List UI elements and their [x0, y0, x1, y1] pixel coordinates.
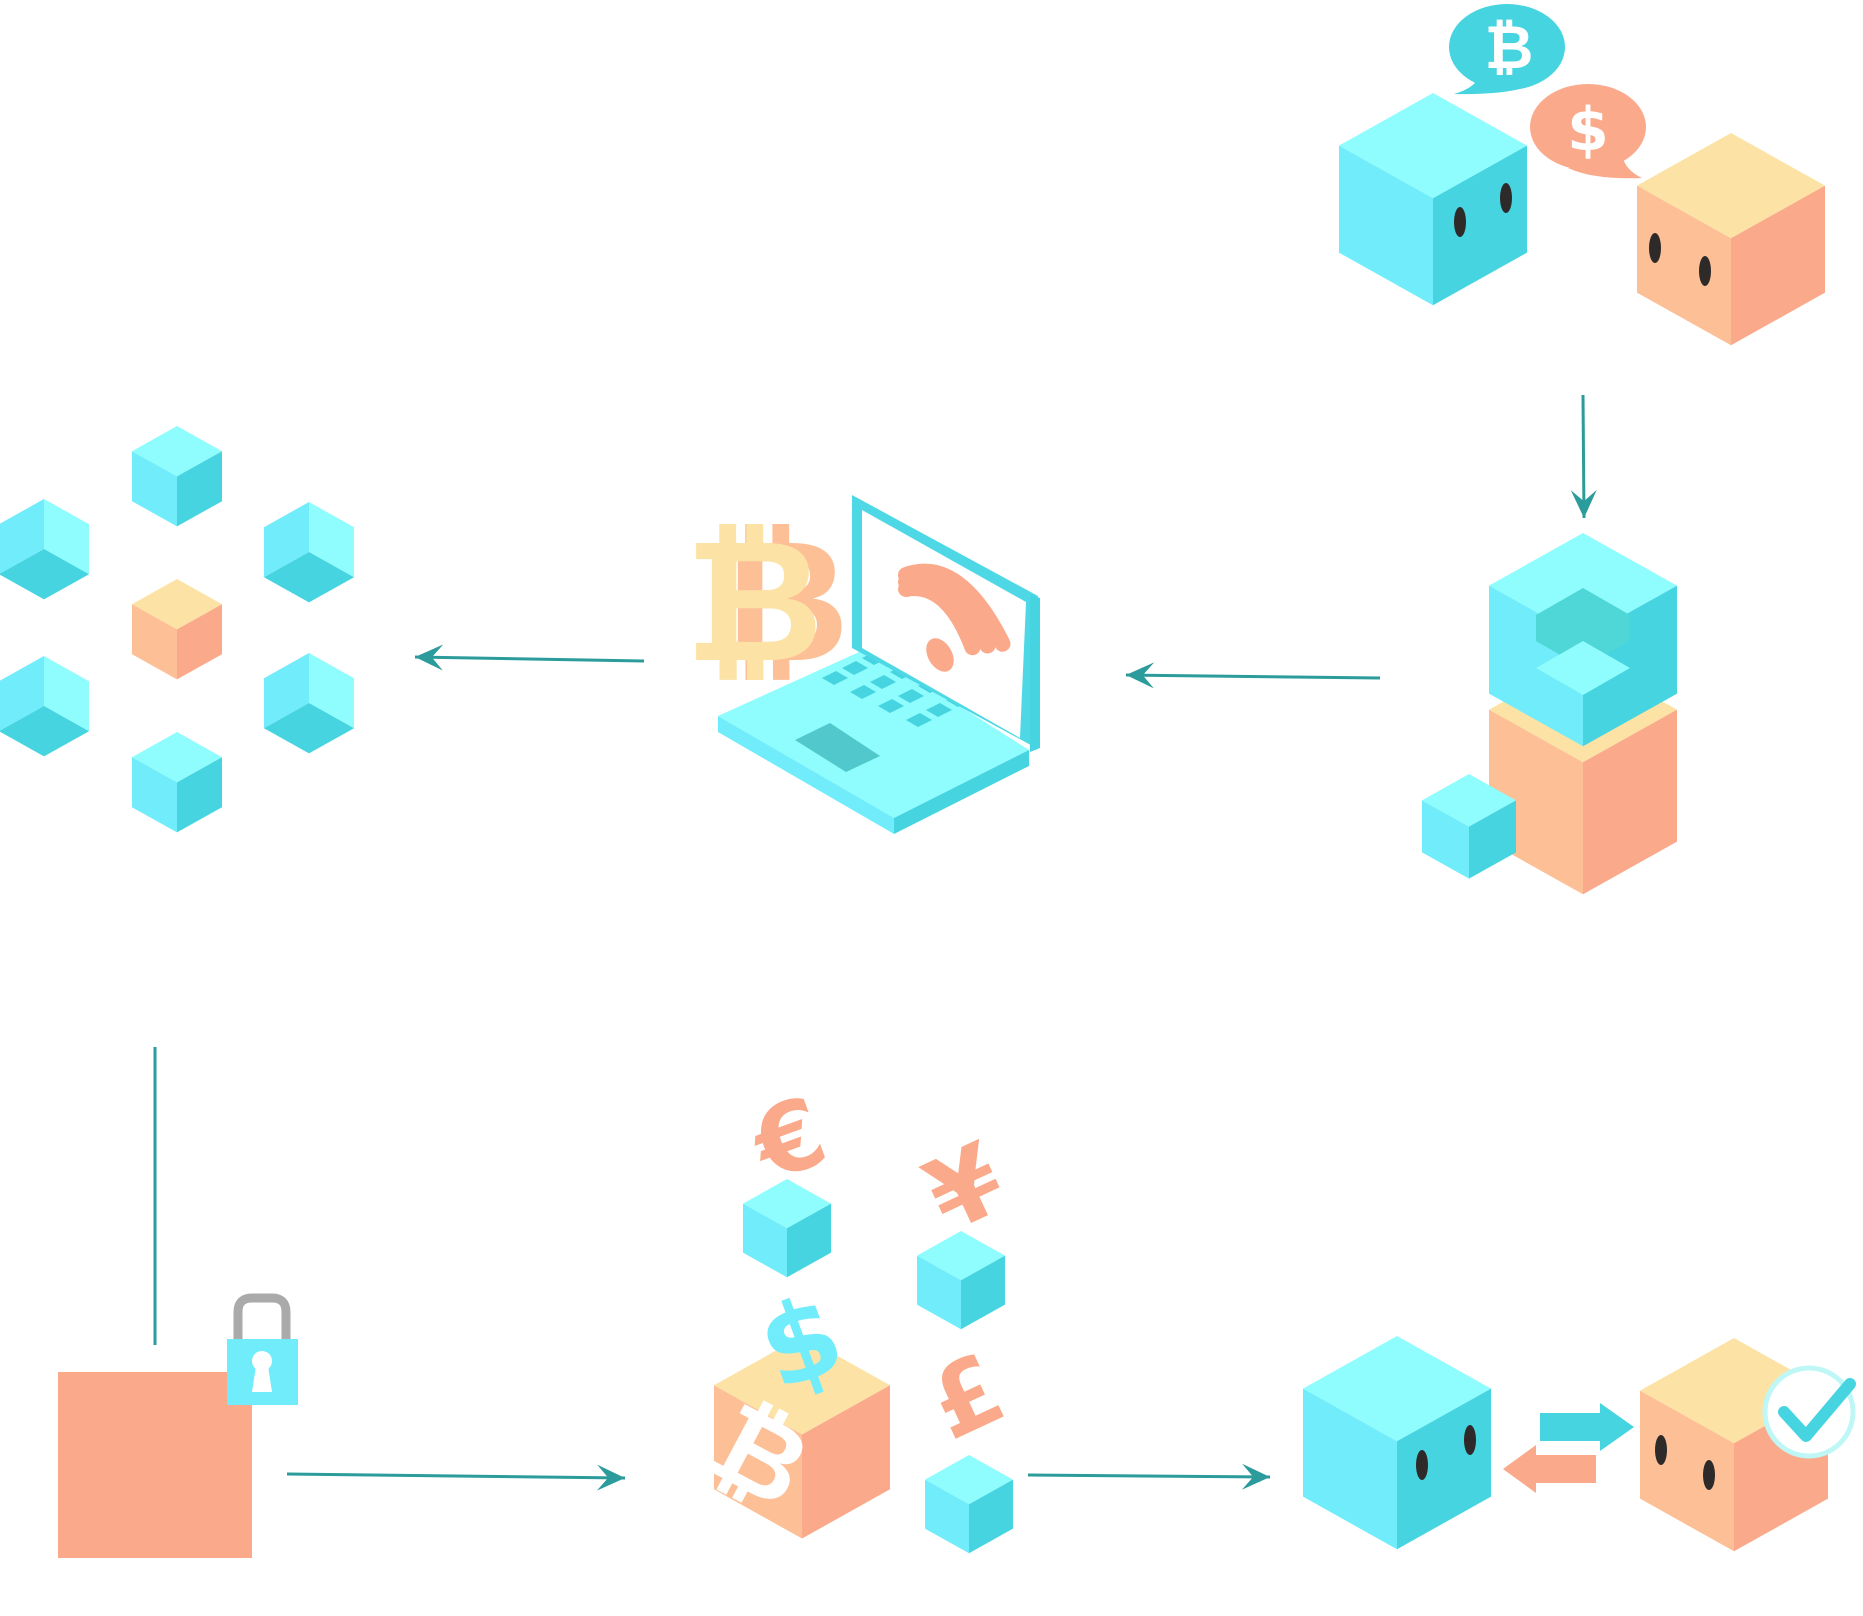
bitcoin-coin-icon: ₿₿	[685, 503, 850, 701]
network-node-lower-right	[264, 653, 354, 754]
yen-icon: ¥	[909, 1120, 1022, 1255]
eye	[1649, 233, 1661, 263]
eye	[1655, 1435, 1667, 1465]
checkmark-badge-icon	[1762, 1365, 1856, 1459]
euro-cube	[743, 1179, 831, 1278]
bitcoin-coin-back: ₿	[711, 503, 850, 701]
two-parties-chatting: ₿$	[1339, 4, 1825, 346]
bitcoin-big-cube	[714, 1336, 890, 1539]
peach-character-cube	[1637, 133, 1825, 346]
network-node-bottom	[132, 732, 222, 833]
arrow-left-to-network	[414, 644, 645, 671]
online-bitcoin-transaction: ₿₿	[685, 495, 1040, 834]
flow-arrows	[153, 394, 1597, 1491]
keyboard	[822, 651, 972, 727]
distributed-network	[0, 426, 354, 833]
eye	[1699, 256, 1711, 286]
eye	[1416, 1450, 1428, 1480]
network-node-center	[132, 579, 222, 680]
bitcoin-speech-bubble-icon: ₿	[1449, 4, 1565, 95]
wifi-icon	[898, 563, 1011, 672]
bitcoin-coin-front: ₿	[685, 503, 824, 701]
trackpad	[795, 723, 880, 772]
bitcoin-glyph: ₿	[1485, 13, 1534, 83]
arrow-down-to-block	[1570, 394, 1597, 519]
frame-hollow	[1536, 588, 1630, 668]
cyan-trader-cube	[1303, 1336, 1491, 1550]
euro-icon: €	[737, 1075, 840, 1204]
network-node-top	[132, 426, 222, 527]
dollar-speech-bubble-icon: $	[1530, 84, 1646, 179]
eye	[1464, 1425, 1476, 1455]
diagram-scene: ₿$₿₿€¥£$₿	[0, 4, 1856, 1558]
network-node-upper-right	[264, 502, 354, 603]
currency-blocks: €¥£$₿	[690, 1075, 1022, 1554]
eye	[1703, 1460, 1715, 1490]
eye	[1500, 183, 1512, 213]
verified-exchange	[1303, 1336, 1856, 1552]
pound-cube	[925, 1455, 1013, 1554]
arrow-right-to-exchange	[1027, 1463, 1271, 1490]
frame-inner-floor	[1536, 641, 1630, 695]
pound-icon: £	[913, 1332, 1021, 1462]
eye	[1454, 207, 1466, 237]
locked-block	[58, 1293, 298, 1558]
arrow-right-to-currency	[286, 1464, 626, 1491]
block-creation	[1422, 533, 1677, 895]
exchange-arrows-icon	[1503, 1403, 1634, 1493]
padlock-icon	[227, 1293, 298, 1405]
salmon-block	[58, 1372, 252, 1558]
network-node-lower-left	[0, 656, 89, 757]
yen-cube	[917, 1231, 1005, 1330]
cyan-character-cube	[1339, 93, 1527, 306]
arrow-left-to-laptop	[1125, 662, 1381, 689]
network-node-upper-left	[0, 499, 89, 600]
dollar-glyph: $	[1567, 95, 1609, 165]
laptop-screen	[852, 495, 1040, 752]
small-cyan-cube	[1422, 774, 1516, 879]
laptop-base	[718, 648, 1029, 834]
